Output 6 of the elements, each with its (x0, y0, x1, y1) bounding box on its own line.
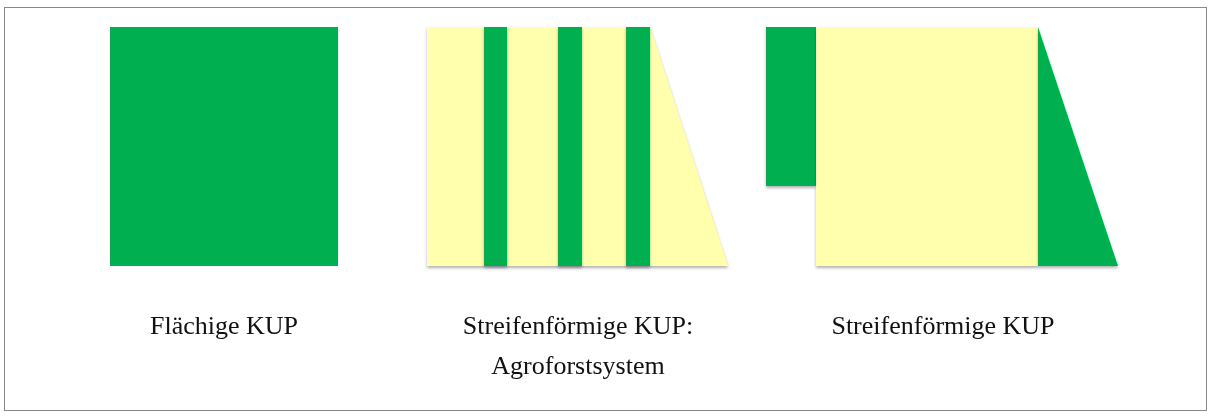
node-label: Flächige KUP (148, 310, 299, 342)
field-plan-drawing (766, 27, 1119, 266)
node-label: Streifenförmige KUP: Agroforstsystem (461, 310, 695, 382)
striped-field-drawing (427, 27, 729, 266)
node-label: Streifenförmige KUP (830, 310, 1056, 342)
field-square (110, 27, 338, 266)
